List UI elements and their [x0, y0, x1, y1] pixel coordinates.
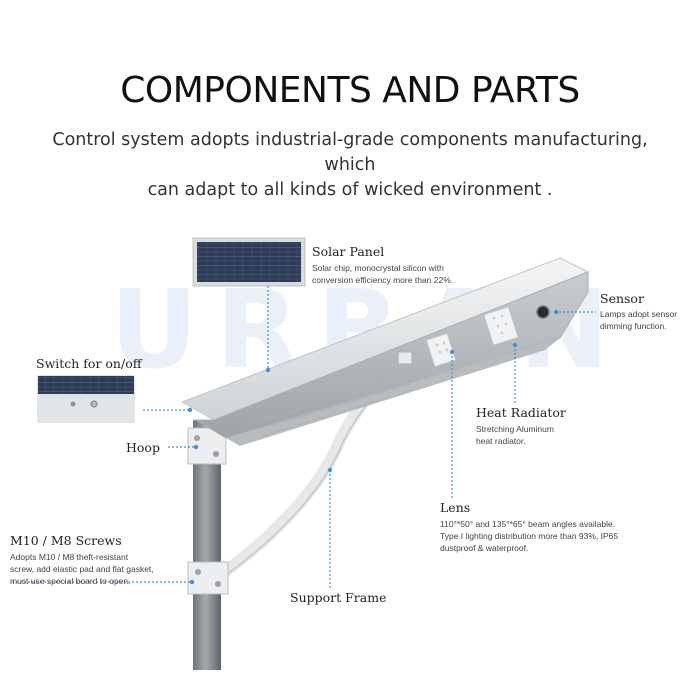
desc-screws-line-2: screw, add elastic pad and flat gasket,	[10, 564, 154, 574]
desc-lens-line-2: Type I lighting distribution more than 9…	[440, 531, 619, 541]
page-subtitle: Control system adopts industrial-grade c…	[30, 128, 670, 203]
desc-solar-panel: Solar chip, monocrystal silicon with con…	[312, 262, 453, 286]
label-solar-panel: Solar Panel	[312, 244, 385, 259]
hoop-bolt-1	[194, 435, 200, 441]
label-heat-radiator: Heat Radiator	[476, 405, 566, 420]
desc-sensor-line-1: Lamps adopt sensor	[600, 309, 678, 319]
switch-inset-screw	[70, 401, 76, 407]
switch-inset-button	[90, 400, 98, 408]
hoop-bolt-2	[213, 451, 219, 457]
page-title: COMPONENTS AND PARTS	[120, 70, 580, 111]
screw-bolt-1	[195, 569, 201, 575]
desc-screws: Adopts M10 / M8 theft-resistant screw, a…	[10, 551, 154, 587]
screw-bracket	[187, 561, 229, 595]
desc-heat-radiator-line-1: Stretching Aluminum	[476, 424, 554, 434]
switch-inset-housing	[38, 394, 134, 422]
label-support-frame: Support Frame	[290, 590, 387, 605]
desc-lens-line-1: 110°*50° and 135°*65° beam angles availa…	[440, 519, 616, 529]
lens-dots	[435, 314, 508, 354]
subtitle-line-2: can adapt to all kinds of wicked environ…	[147, 180, 553, 200]
label-sensor: Sensor	[600, 291, 644, 306]
desc-lens: 110°*50° and 135°*65° beam angles availa…	[440, 518, 618, 554]
label-screws: M10 / M8 Screws	[10, 533, 122, 548]
desc-solar-panel-line-2: conversion efficiency more than 22%.	[312, 275, 454, 285]
desc-screws-line-3: must use special board to open.	[10, 576, 131, 586]
leader-lines	[12, 286, 596, 588]
lamp-switch	[397, 351, 413, 365]
screw-bolt-2	[215, 581, 221, 587]
sensor	[536, 305, 550, 319]
switch-inset-cells	[38, 376, 134, 394]
label-hoop: Hoop	[126, 440, 160, 455]
lens-panel-1	[425, 332, 457, 368]
desc-sensor-line-2: dimming function.	[600, 321, 667, 331]
lens-panel-2	[483, 306, 519, 346]
subtitle-line-1: Control system adopts industrial-grade c…	[52, 130, 648, 175]
desc-heat-radiator: Stretching Aluminum heat radiator.	[476, 423, 554, 447]
label-switch: Switch for on/off	[36, 356, 142, 371]
desc-lens-line-3: dustproof & waterproof.	[440, 543, 529, 553]
leader-dots	[187, 309, 559, 585]
desc-sensor: Lamps adopt sensor dimming function.	[600, 308, 677, 332]
desc-solar-panel-line-1: Solar chip, monocrystal silicon with	[312, 263, 444, 273]
label-lens: Lens	[440, 500, 471, 515]
solar-panel-cells	[197, 242, 301, 282]
desc-heat-radiator-line-2: heat radiator.	[476, 436, 526, 446]
desc-screws-line-1: Adopts M10 / M8 theft-resistant	[10, 552, 129, 562]
lamp-underside	[226, 338, 560, 446]
heat-radiator-fins	[249, 376, 411, 437]
